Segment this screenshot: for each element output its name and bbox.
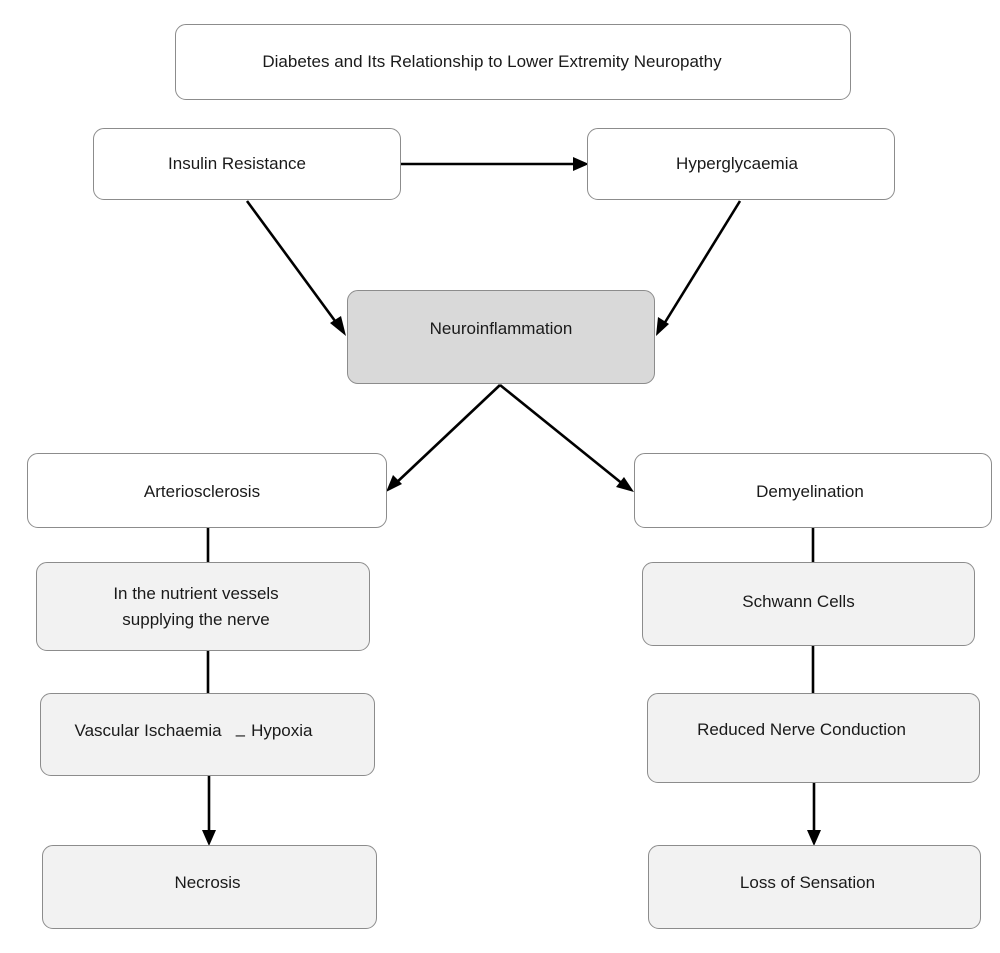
diagram-title-text: Diabetes and Its Relationship to Lower E… — [262, 52, 722, 71]
insulin-resistance-label: Insulin Resistance — [168, 154, 306, 173]
separator-dash: – — [235, 724, 246, 744]
necrosis-box: Necrosis — [42, 845, 377, 929]
arrowhead-arteriosclerosis — [386, 475, 402, 492]
nutrient-vessels-box: In the nutrient vessels supplying the ne… — [36, 562, 370, 651]
vascular-ischaemia-label: Vascular Ischaemia — [74, 720, 222, 740]
insulin-resistance-box: Insulin Resistance — [93, 128, 401, 200]
arrowhead-demyelination — [616, 477, 634, 492]
neuroinflammation-label: Neuroinflammation — [429, 319, 573, 338]
loss-of-sensation-label: Loss of Sensation — [739, 873, 876, 892]
reduced-nerve-conduction-label: Reduced Nerve Conduction — [697, 720, 906, 739]
arrowhead-hyperglycaemia — [573, 157, 589, 171]
nutrient-vessels-label: In the nutrient vessels supplying the ne… — [113, 581, 278, 633]
hyperglycaemia-box: Hyperglycaemia — [587, 128, 895, 200]
demyelination-box: Demyelination — [634, 453, 992, 528]
vascular-ischaemia-hypoxia-label: Vascular Ischaemia–Hypoxia — [75, 718, 313, 744]
nutrient-vessels-line-1: In the nutrient vessels — [113, 583, 279, 603]
hyperglycaemia-label: Hyperglycaemia — [676, 154, 798, 173]
arrowhead-neuro-left — [330, 316, 346, 336]
neuroinflammation-box: Neuroinflammation — [347, 290, 655, 384]
arrow-neuroinflammation-to-arteriosclerosis — [394, 384, 501, 485]
demyelination-label: Demyelination — [756, 481, 864, 501]
arrow-neuroinflammation-to-demyelination — [499, 383, 625, 487]
schwann-cells-label: Schwann Cells — [742, 592, 855, 611]
necrosis-label: Necrosis — [174, 873, 241, 892]
arrow-insulin-to-neuroinflammation — [245, 200, 340, 326]
arrowhead-necrosis — [202, 830, 216, 846]
arteriosclerosis-label: Arteriosclerosis — [143, 481, 261, 501]
hypoxia-label: Hypoxia — [251, 720, 313, 740]
arrowhead-neuro-right — [656, 317, 669, 336]
arrow-hyperglycaemia-to-neuroinflammation — [662, 200, 742, 325]
reduced-nerve-conduction-box: Reduced Nerve Conduction — [647, 693, 980, 783]
arteriosclerosis-box: Arteriosclerosis — [27, 453, 387, 528]
diagram-title: Diabetes and Its Relationship to Lower E… — [175, 24, 851, 100]
vascular-ischaemia-box: Vascular Ischaemia–Hypoxia — [40, 693, 375, 776]
loss-of-sensation-box: Loss of Sensation — [648, 845, 981, 929]
arrowhead-loss — [807, 830, 821, 846]
schwann-cells-box: Schwann Cells — [642, 562, 975, 646]
nutrient-vessels-line-2: supplying the nerve — [122, 609, 270, 629]
